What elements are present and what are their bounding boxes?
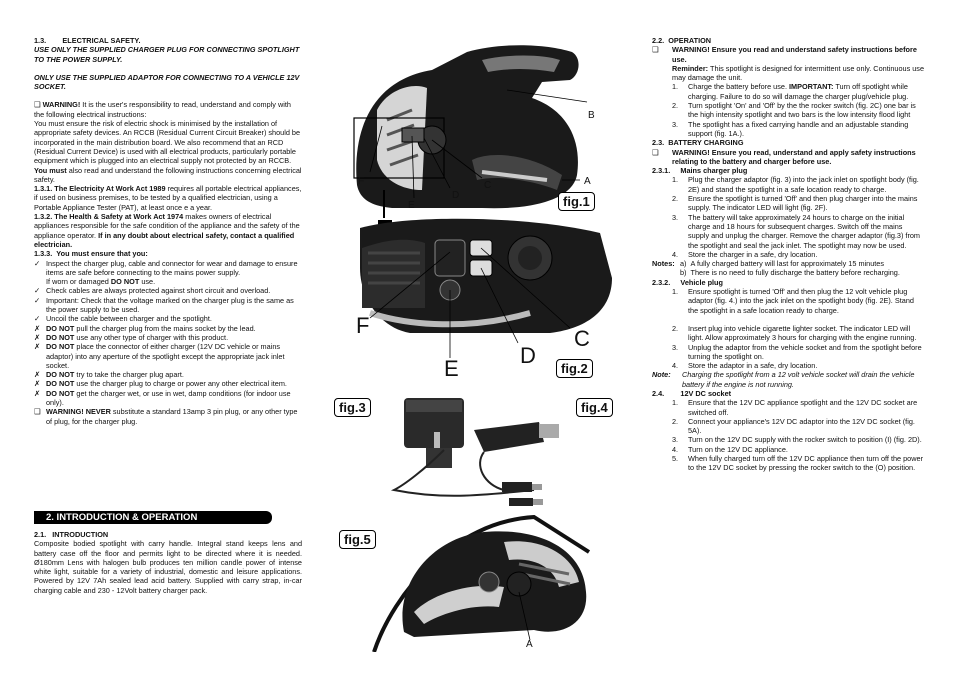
- check-item: ✓Check cables are always protected again…: [34, 286, 271, 296]
- vehicle-step: 2.Insert plug into vehicle cigarette lig…: [672, 323, 917, 343]
- cross-icon: ✗: [34, 370, 41, 380]
- vehicle-note: Note:Charging the spotlight from a 12 vo…: [652, 370, 915, 389]
- section-2-2: 2.2. OPERATION: [652, 36, 712, 45]
- dc-step: 1.Ensure that the 12V DC appliance spotl…: [672, 398, 918, 417]
- warning-paragraph: ❑ WARNING! It is the user's responsibili…: [34, 100, 291, 119]
- fig-5-label: fig.5: [339, 530, 376, 549]
- section-2-4: 2.4. 12V DC socket: [652, 388, 732, 398]
- cross-icon: ✗: [34, 323, 41, 333]
- reminder: Reminder: This spotlight is designed for…: [672, 63, 925, 83]
- must-paragraph: You must also read and understand the fo…: [34, 165, 302, 184]
- tick-icon: ✓: [34, 286, 41, 296]
- switch-panel-closeup: [360, 218, 612, 358]
- section-heading: 1.3. ELECTRICAL SAFETY.: [34, 36, 141, 45]
- check-item: ✓Uncoil the cable between charger and th…: [34, 314, 212, 324]
- charger-adaptors-illustration: [390, 398, 559, 506]
- mains-step: 3.The battery will take approximately 24…: [672, 212, 921, 250]
- section-banner: 2. INTRODUCTION & OPERATION: [34, 511, 272, 524]
- dont-item: ✗DO NOT use any other type of charger wi…: [34, 332, 229, 342]
- section-2-3: 2.3. BATTERY CHARGING: [652, 138, 744, 148]
- figure-1: B A F E D C fig.1: [332, 40, 632, 218]
- operation-step: 3.The spotlight has a fixed carrying han…: [672, 119, 909, 138]
- never-item: ❑WARNING! NEVER substitute a standard 13…: [34, 407, 298, 426]
- section-1-3-1: 1.3.1. The Electricity At Work Act 1989 …: [34, 184, 302, 212]
- spotlight-side-illustration: [353, 45, 588, 218]
- section-2-3-1: 2.3.1. Mains charger plug: [652, 166, 748, 176]
- warning-item: ❑WARNING! Ensure you read and understand…: [652, 45, 917, 64]
- operation-step: 1.Charge the battery before use. IMPORTA…: [672, 82, 909, 101]
- mains-step: 1.Plug the charger adaptor (fig. 3) into…: [672, 175, 919, 194]
- cross-icon: ✗: [34, 332, 41, 342]
- dont-item: ✗DO NOT try to take the charger plug apa…: [34, 370, 184, 380]
- cross-icon: ✗: [34, 388, 41, 398]
- section-1-3-2: 1.3.2. The Health & Safety at Work Act 1…: [34, 212, 300, 249]
- vehicle-step: 3.Unplug the adaptor from the vehicle so…: [672, 342, 922, 361]
- vehicle-step: 4.Store the adaptor in a safe, dry locat…: [672, 361, 818, 371]
- vehicle-step: 1.Ensure spotlight is turned 'Off' and t…: [672, 287, 914, 315]
- fig-4-label: fig.4: [576, 398, 613, 417]
- cross-icon: ✗: [34, 379, 41, 389]
- checkbox-icon: ❑: [652, 147, 659, 157]
- fig-2-label: fig.2: [556, 359, 593, 378]
- operation-step: 2.Turn spotlight 'On' and 'Off' by the t…: [672, 101, 916, 120]
- tick-icon: ✓: [34, 295, 41, 305]
- dc-step: 5.When fully charged turn off the 12V DC…: [672, 454, 923, 473]
- tick-icon: ✓: [34, 314, 41, 324]
- warning-item: ❑WARNING! Ensure you read, understand an…: [652, 147, 916, 166]
- notes: Notes:a) A fully charged battery will la…: [652, 259, 900, 278]
- mains-step: 4.Store the charger in a safe, dry locat…: [672, 249, 818, 259]
- section-2-1: 2.1. INTRODUCTION: [34, 530, 109, 539]
- mains-step: 2.Ensure the spotlight is turned 'Off' a…: [672, 194, 918, 213]
- callout-e: E: [408, 200, 415, 211]
- callout-e: E: [444, 356, 459, 381]
- figures-3-4: fig.3 fig.4: [334, 390, 616, 510]
- warning-adaptor: ONLY USE THE SUPPLIED ADAPTOR FOR CONNEC…: [34, 72, 300, 92]
- checkbox-icon: ❑: [34, 407, 41, 417]
- right-column: 2.2. OPERATION ❑WARNING! Ensure you read…: [652, 36, 924, 473]
- callout-a: A: [526, 639, 533, 650]
- check-item: ✓Inspect the charger plug, cable and con…: [34, 258, 298, 287]
- intro-paragraph: Composite bodied spotlight with carry ha…: [34, 539, 302, 595]
- callout-d: D: [452, 190, 460, 201]
- rccb-paragraph: You must ensure the risk of electric sho…: [34, 119, 301, 166]
- dont-item: ✗DO NOT pull the charger plug from the m…: [34, 323, 256, 333]
- left-column: 1.3. ELECTRICAL SAFETY. USE ONLY THE SUP…: [34, 36, 302, 426]
- cross-icon: ✗: [34, 342, 41, 352]
- callout-d: D: [520, 343, 536, 368]
- callout-f: F: [356, 313, 370, 338]
- callout-f: F: [358, 176, 365, 187]
- section-1-3-3: 1.3.3. You must ensure that you:: [34, 249, 148, 259]
- dont-item: ✗DO NOT use the charger plug to charge o…: [34, 379, 287, 389]
- fig-3-label: fig.3: [334, 398, 371, 417]
- spotlight-with-strap-illustration: [372, 514, 591, 652]
- callout-c: C: [484, 180, 492, 191]
- introduction: 2.1. INTRODUCTION Composite bodied spotl…: [34, 530, 302, 595]
- checkbox-icon: ❑: [652, 45, 659, 55]
- dc-step: 4.Turn on the 12V DC appliance.: [672, 444, 788, 454]
- section-2-3-2: 2.3.2. Vehicle plug: [652, 277, 723, 287]
- dont-item: ✗DO NOT place the connector of either ch…: [34, 342, 285, 370]
- dc-step: 3.Turn on the 12V DC supply with the roc…: [672, 435, 922, 445]
- callout-c: C: [574, 326, 590, 351]
- figure-5: fig.5 A: [334, 512, 616, 652]
- check-item: ✓Important: Check that the voltage marke…: [34, 295, 294, 315]
- figure-2: F E D C fig.2: [350, 218, 630, 386]
- checkbox-icon: ❑: [34, 100, 41, 110]
- fig-1-label: fig.1: [558, 192, 595, 211]
- dc-step: 2.Connect your appliance's 12V DC adapto…: [672, 416, 915, 436]
- tick-icon: ✓: [34, 258, 41, 268]
- warning-charger: USE ONLY THE SUPPLIED CHARGER PLUG FOR C…: [34, 45, 300, 64]
- callout-b: B: [588, 110, 595, 121]
- callout-a: A: [584, 176, 591, 187]
- dont-item: ✗DO NOT get the charger wet, or use in w…: [34, 388, 291, 407]
